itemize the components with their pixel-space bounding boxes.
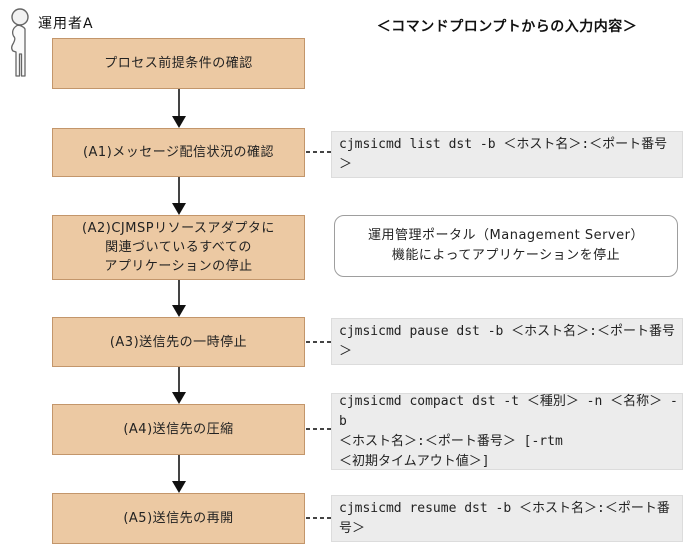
arrow-head [172, 392, 186, 404]
flow-step-label: (A5)送信先の再開 [123, 511, 234, 526]
dashed-connector-a1 [306, 151, 331, 153]
command-text: ＜ホスト名＞:＜ポート番号＞ [-rtm [339, 433, 563, 449]
command-text: cjmsicmd list dst -b ＜ホスト名＞:＜ポート番号＞ [339, 136, 668, 172]
arrow-shaft [178, 177, 180, 203]
flow-step-a1: (A1)メッセージ配信状況の確認 [52, 128, 305, 177]
arrow-down-icon [172, 177, 186, 215]
operator-label: 運用者A [38, 16, 94, 32]
column-header: ＜コマンドプロンプトからの入力内容＞ [376, 19, 638, 35]
flow-step-label: (A2)CJMSPリソースアダプタに [82, 221, 275, 236]
flow-step-precondition: プロセス前提条件の確認 [52, 38, 305, 89]
flow-step-a2: (A2)CJMSPリソースアダプタに 関連づいているすべての アプリケーションの… [52, 215, 305, 280]
command-box-a5: cjmsicmd resume dst -b ＜ホスト名＞:＜ポート番号＞ [331, 495, 683, 542]
arrow-shaft [178, 280, 180, 305]
arrow-down-icon [172, 455, 186, 493]
command-text: cjmsicmd pause dst -b ＜ホスト名＞:＜ポート番号＞ [339, 323, 676, 359]
flow-step-label: (A4)送信先の圧縮 [123, 422, 234, 437]
flow-step-label: 関連づいているすべての [105, 240, 252, 255]
flow-step-label: (A3)送信先の一時停止 [109, 334, 248, 350]
arrow-shaft [178, 367, 180, 392]
arrow-head [172, 481, 186, 493]
arrow-shaft [178, 89, 180, 116]
flow-step-a4: (A4)送信先の圧縮 [52, 404, 305, 455]
command-box-a4: cjmsicmd compact dst -t ＜種別＞ -n ＜名称＞ -b … [331, 393, 683, 470]
command-text: ＜初期タイムアウト値＞] [339, 453, 490, 469]
note-box-management-server: 運用管理ポータル（Management Server） 機能によってアプリケーシ… [334, 215, 678, 277]
note-text: 機能によってアプリケーションを停止 [391, 248, 621, 263]
person-icon [4, 6, 34, 82]
flow-step-a3: (A3)送信先の一時停止 [52, 317, 305, 367]
command-text: cjmsicmd compact dst -t ＜種別＞ -n ＜名称＞ -b [339, 393, 678, 429]
flow-step-label: (A1)メッセージ配信状況の確認 [82, 145, 275, 160]
command-box-a3: cjmsicmd pause dst -b ＜ホスト名＞:＜ポート番号＞ [331, 318, 683, 365]
command-text: cjmsicmd resume dst -b ＜ホスト名＞:＜ポート番号＞ [339, 500, 670, 536]
flow-step-label: プロセス前提条件の確認 [104, 56, 253, 71]
arrow-down-icon [172, 280, 186, 317]
arrow-down-icon [172, 367, 186, 404]
flow-step-label: アプリケーションの停止 [104, 259, 253, 274]
dashed-connector-a3 [306, 341, 331, 343]
dashed-connector-a4 [306, 428, 331, 430]
arrow-down-icon [172, 89, 186, 128]
flow-step-a5: (A5)送信先の再開 [52, 493, 305, 544]
note-text: 運用管理ポータル（Management Server） [368, 228, 644, 243]
command-box-a1: cjmsicmd list dst -b ＜ホスト名＞:＜ポート番号＞ [331, 131, 683, 178]
arrow-head [172, 305, 186, 317]
arrow-head [172, 116, 186, 128]
arrow-shaft [178, 455, 180, 481]
dashed-connector-a5 [306, 517, 331, 519]
arrow-head [172, 203, 186, 215]
